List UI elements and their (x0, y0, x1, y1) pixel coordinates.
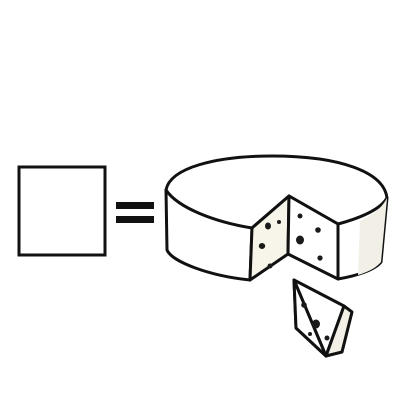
cheese-wedge-icon (292, 278, 354, 358)
cheese-wheel-icon (164, 154, 389, 282)
empty-square-icon (17, 165, 107, 257)
equals-sign-icon (116, 202, 154, 223)
cheese-holes (258, 213, 323, 269)
